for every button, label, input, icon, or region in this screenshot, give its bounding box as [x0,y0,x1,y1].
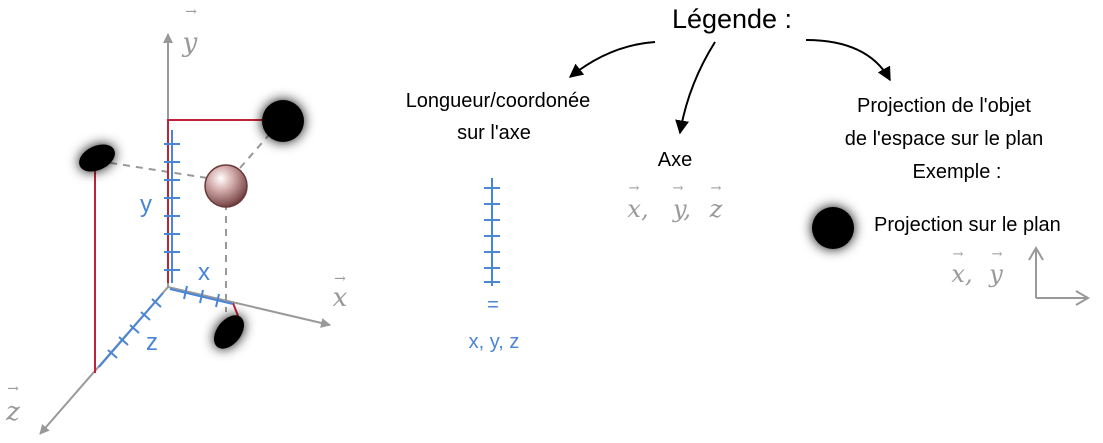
legend-axis-vectors: → x, → y, → z [627,181,722,223]
svg-text:→: → [334,271,346,287]
projection-xy-dot [262,100,304,142]
legend-length-coords: x, y, z [469,331,520,353]
legend-axis-label: Axe [658,149,692,171]
measure-y [164,130,180,283]
svg-text:→: → [185,4,197,20]
axes-group [39,33,331,435]
axis-label-y: → y [182,4,198,58]
legend-title: Légende : [672,4,792,34]
projection-xy-path [167,119,270,283]
guide-ball-to-yz [91,159,208,179]
svg-text:→: → [629,181,640,196]
legend-projection-line1: Projection de l'objet [857,95,1031,117]
legend-measure-sample [484,178,500,286]
measure-y-label: y [140,191,152,218]
guide-lines [91,127,276,312]
svg-text:→: → [7,381,19,397]
legend-length-line2: sur l'axe [457,122,531,144]
svg-text:z: z [709,195,723,223]
measure-z-label: z [146,329,158,356]
legend-plane-vectors: → x, → y [951,247,1003,288]
svg-text:y: y [182,28,198,58]
space-object-ball [204,164,248,208]
measure-z [98,292,164,368]
svg-text:y: y [988,260,1003,288]
measure-x [169,285,234,308]
svg-text:→: → [711,181,722,196]
legend-projection-line2: de l'espace sur le plan [845,128,1043,150]
projection-xz-dot [213,315,245,349]
legend-projection-dot [812,207,854,249]
svg-text:y,: y, [672,195,691,223]
axis-label-x: → x [333,271,348,313]
axis-label-z: → z [5,381,20,427]
svg-text:→: → [992,247,1003,262]
svg-text:x: x [333,283,348,313]
svg-text:z: z [5,397,20,427]
legend-projection-line3: Exemple : [913,161,1002,183]
legend-projection-example-label: Projection sur le plan [874,214,1061,236]
projection-yz-dot [79,144,115,172]
svg-text:→: → [953,247,964,262]
x-axis [167,286,331,328]
legend-length-equals: = [487,294,499,316]
projected-objects [79,100,304,349]
legend-length-line1: Longueur/coordonée [406,90,591,112]
measure-x-label: x [198,259,210,286]
legend-arrow-axis [675,41,716,135]
svg-text:→: → [673,181,684,196]
legend-arrow-length [568,41,656,78]
projection-lines [94,119,270,373]
legend-arrows [568,39,891,135]
svg-text:x,: x, [627,195,648,223]
svg-text:x,: x, [951,260,972,288]
legend-plane-axes-icon [1028,246,1090,306]
legend-arrow-projection [805,39,891,82]
